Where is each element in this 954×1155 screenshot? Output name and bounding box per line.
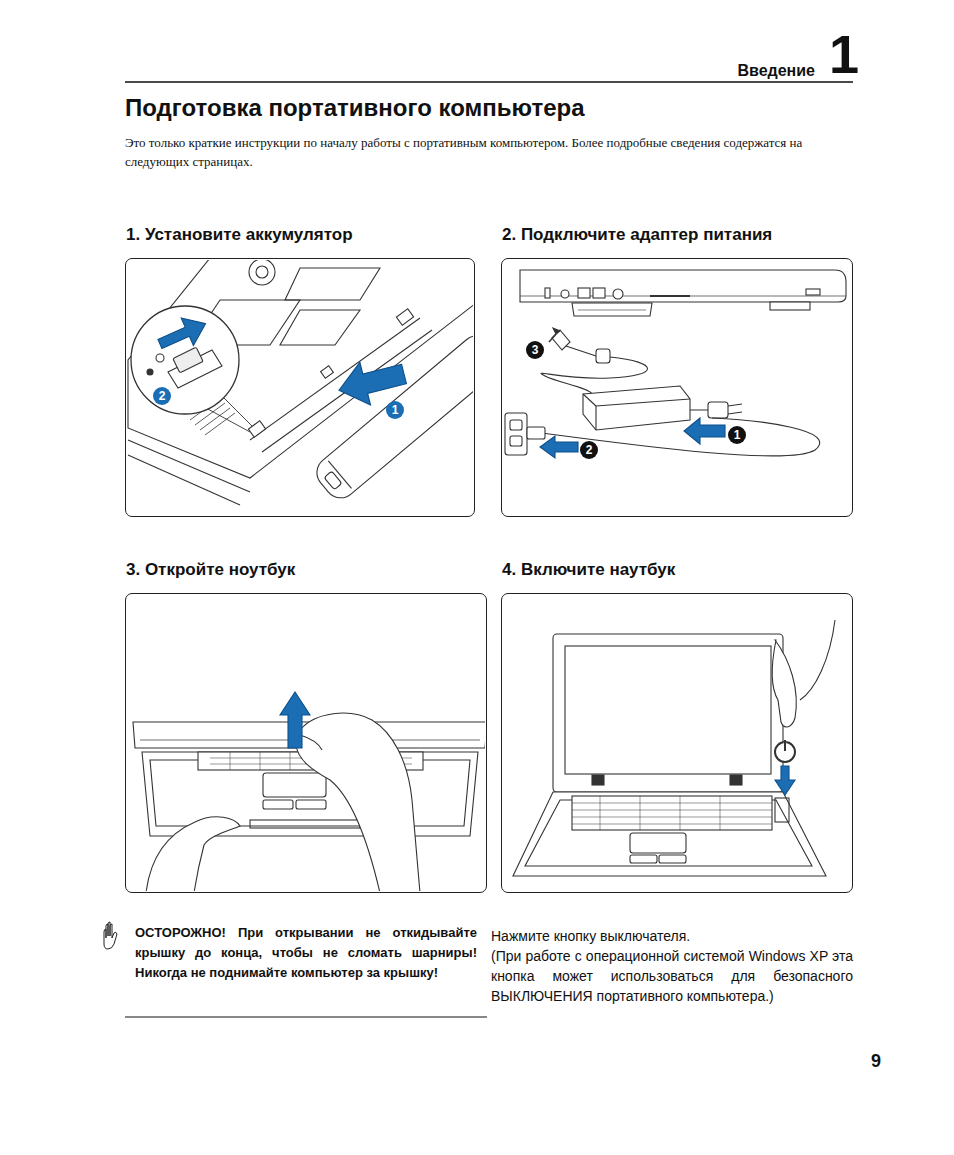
- callout-number: 1: [728, 426, 746, 444]
- callout-number: 2: [580, 441, 598, 459]
- step-panel: 4. Включите наутбук: [501, 593, 853, 893]
- instruction-note: (При работе с операционной системой Wind…: [491, 946, 853, 1006]
- power-on-illustration: [513, 620, 835, 876]
- chapter-number: 1: [829, 26, 859, 82]
- adapter-illustration: [505, 270, 846, 458]
- page-title: Подготовка портативного компьютера: [125, 94, 585, 122]
- battery-illustration: [128, 260, 473, 505]
- step-heading: 2. Подключите адаптер питания: [502, 225, 772, 245]
- callout-number: 3: [526, 341, 544, 359]
- chapter-name: Введение: [737, 62, 815, 80]
- callout-number: 1: [386, 401, 404, 419]
- step-panel: 2. Подключите адаптер питания: [501, 258, 853, 517]
- step-panel: 3. Откройте ноутбук: [125, 593, 487, 893]
- step-panel: 1. Установите аккумулятор: [125, 258, 475, 517]
- step-heading: 3. Откройте ноутбук: [126, 560, 295, 580]
- caution-note: ОСТОРОЖНО! При открывании не откидывайте…: [135, 923, 477, 983]
- intro-text: Это только краткие инструкции по началу …: [125, 133, 853, 171]
- open-lid-illustration: [133, 692, 485, 891]
- instruction-text: Нажмите кнопку выключателя.: [491, 926, 853, 946]
- callout-number: 2: [153, 387, 171, 405]
- step-heading: 1. Установите аккумулятор: [126, 225, 353, 245]
- step-heading: 4. Включите наутбук: [502, 560, 675, 580]
- caution-hand-icon: [104, 922, 117, 949]
- page-number: 9: [871, 1051, 881, 1072]
- note-rule: [125, 1017, 487, 1018]
- header-rule: [125, 81, 853, 83]
